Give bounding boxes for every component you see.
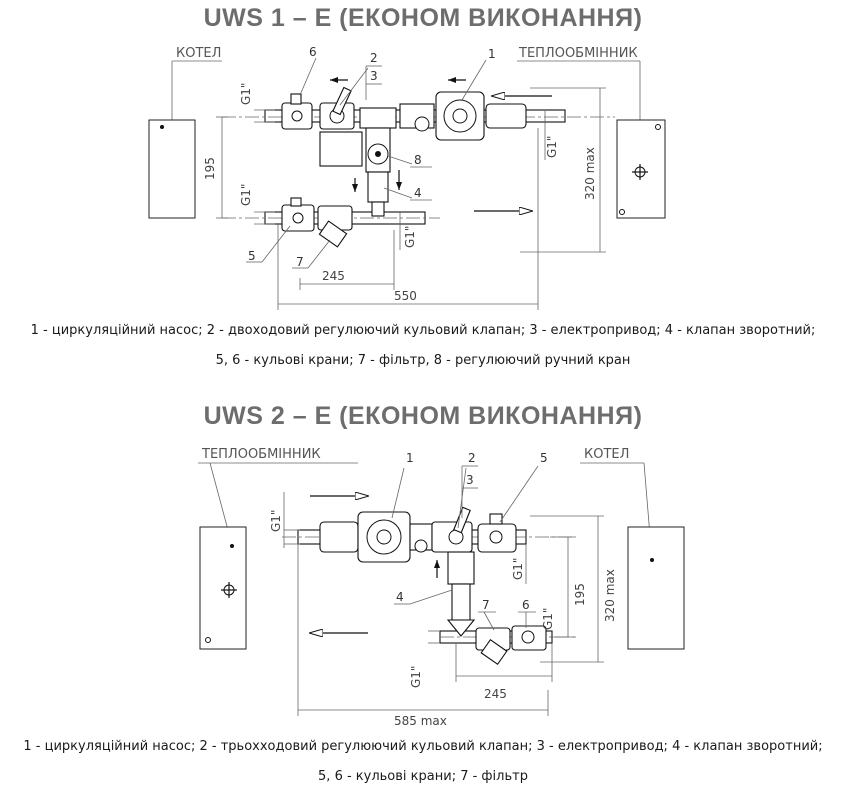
callout-6-leader <box>299 57 317 96</box>
callout-3-2: 3 <box>466 473 474 487</box>
diagram2-legend: 1 - циркуляційний насос; 2 - трьохходови… <box>0 732 846 792</box>
callout-3: 3 <box>370 69 378 83</box>
boiler-label-2: КОТЕЛ <box>584 447 629 462</box>
thread-label-2: G1" <box>239 184 253 206</box>
callout-5: 5 <box>248 249 256 263</box>
heat-exchanger-label: ТЕПЛООБМІННИК <box>518 46 638 61</box>
boiler-box <box>148 119 196 219</box>
callout-7-2: 7 <box>482 598 490 612</box>
diagram1-drawing: КОТЕЛ ТЕПЛООБМІННИК 6 2 3 8 4 <box>148 45 666 310</box>
callout-1-2: 1 <box>406 451 414 465</box>
dim-585-max-2: 585 max <box>394 714 447 728</box>
heat-exchanger-port-top <box>655 124 661 130</box>
thread-label-1: G1" <box>239 83 253 105</box>
dim-195-2: 195 <box>573 583 587 606</box>
dim-320-max-2: 320 max <box>603 569 617 622</box>
dim-245-2: 245 <box>484 687 507 701</box>
diagram1-legend-line2: 5, 6 - кульові крани; 7 - фільтр, 8 - ре… <box>215 353 631 368</box>
callout-7: 7 <box>296 255 304 269</box>
heat-exchanger-box-2 <box>199 526 247 650</box>
diagram1-legend-line1: 1 - циркуляційний насос; 2 - двоходовий … <box>30 323 816 338</box>
boiler-label: КОТЕЛ <box>176 46 221 61</box>
callout-2-2: 2 <box>468 451 476 465</box>
dim-550: 550 <box>394 289 417 303</box>
heat-exchanger-port-bottom <box>619 209 625 215</box>
callout-5-2: 5 <box>540 451 548 465</box>
thread-label-3: G1" <box>403 226 417 248</box>
actuator-3 <box>319 131 363 167</box>
callout-6-2: 6 <box>522 598 530 612</box>
heat-exchanger-label-2: ТЕПЛООБМІННИК <box>201 447 321 462</box>
riser-body-2 <box>447 551 475 585</box>
pump-union-2 <box>319 521 359 553</box>
diagram2-legend-line1: 1 - циркуляційний насос; 2 - трьохходови… <box>23 739 823 754</box>
boiler-port <box>160 125 164 129</box>
pump-union <box>485 103 527 129</box>
valve-handle <box>332 86 352 116</box>
callout-8: 8 <box>414 153 422 167</box>
thread-label-2-1: G1" <box>269 510 283 532</box>
tee-fitting <box>359 107 397 129</box>
dim-245: 245 <box>322 269 345 283</box>
diagram1-title: UWS 1 – E (ЕКОНОМ ВИКОНАННЯ) <box>203 4 643 32</box>
callout-6: 6 <box>309 45 317 59</box>
dim-195: 195 <box>203 157 217 180</box>
boiler-box-2 <box>627 526 685 650</box>
callout-4-2: 4 <box>396 590 404 604</box>
thread-label-2-4: G1" <box>409 666 423 688</box>
thread-label-2-2: G1" <box>511 558 525 580</box>
dim-320-max: 320 max <box>583 147 597 200</box>
check-valve-4-2 <box>451 583 471 621</box>
diagram2-legend-line2: 5, 6 - кульові крани; 7 - фільтр <box>318 769 528 784</box>
diagram2-drawing: ТЕПЛООБМІННИК КОТЕЛ 1 2 3 5 4 <box>198 447 685 728</box>
diagram1-legend: 1 - циркуляційний насос; 2 - двоходовий … <box>0 316 846 376</box>
check-valve-4 <box>367 171 389 203</box>
thread-label-4: G1" <box>545 136 559 158</box>
callout-1: 1 <box>488 47 496 61</box>
callout-4: 4 <box>414 186 422 200</box>
callout-2: 2 <box>370 51 378 65</box>
thread-label-2-3: G1" <box>541 608 555 630</box>
diagram2-title: UWS 2 – E (ЕКОНОМ ВИКОНАННЯ) <box>203 402 643 430</box>
